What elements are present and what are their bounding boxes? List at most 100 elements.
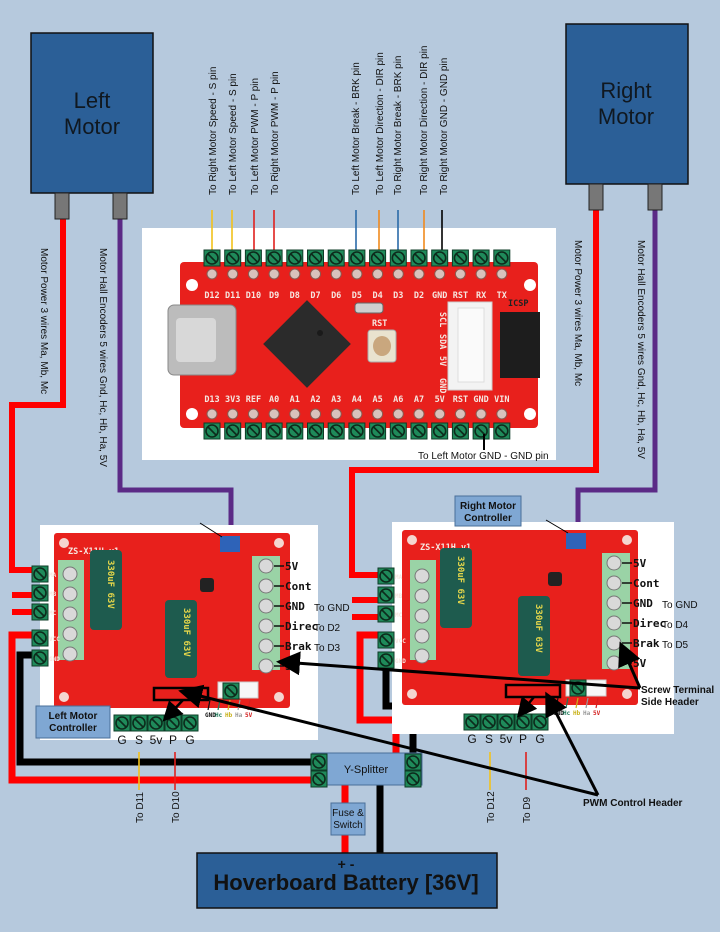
- arduino-signal-label: To Right Motor GND - GND pin: [439, 58, 450, 195]
- left-screw-terminal: [258, 598, 274, 614]
- fuse-switch: Fuse & Switch: [330, 802, 366, 836]
- arduino-bottom-pin-hole: [434, 408, 446, 420]
- right-controller-name-box: [454, 495, 522, 527]
- right-capacitor-2: [518, 596, 550, 676]
- arduino-signal-label: To Left Motor Speed - S pin: [228, 73, 239, 195]
- right-motor-hall-connector: [647, 183, 663, 211]
- left-power-screw: [62, 566, 78, 582]
- arduino-top-terminal: [410, 249, 428, 267]
- right-pwm-pin-label: S: [485, 732, 493, 746]
- arduino-top-terminal: [285, 249, 304, 267]
- left-pwm-pin-label: P: [169, 733, 177, 747]
- arduino-side-label: GND: [437, 378, 447, 393]
- right-power-terminal-label: MB: [395, 593, 403, 600]
- arduino-bottom-pin-hole: [454, 408, 466, 420]
- arduino-bottom-pin-hole: [330, 408, 342, 420]
- left-capacitor-1: [90, 550, 122, 630]
- arduino-top-terminal: [223, 249, 242, 267]
- screw-terminal-annotation-line2: Side Header: [641, 697, 699, 708]
- signal-destination-label: To D9: [522, 796, 533, 823]
- arduino-top-pin-hole: [454, 268, 466, 280]
- right-capacitor-1: [440, 548, 472, 628]
- arduino-bottom-terminal: [368, 422, 387, 440]
- arduino-bottom-pin-label: A7: [414, 395, 424, 405]
- right-power-terminal-label: GND: [395, 658, 406, 665]
- right-screw-terminal-label: Cont: [633, 577, 660, 590]
- signal-destination-label: To D10: [171, 791, 182, 823]
- left-controller-name-line2: Controller: [49, 723, 97, 734]
- arduino-top-terminal: [451, 249, 470, 267]
- screw-terminal-annotation-line1: Screw Terminal: [641, 685, 714, 696]
- arduino-top-pin-label: GND: [432, 291, 447, 301]
- arduino-top-terminal: [306, 249, 325, 267]
- arduino-bottom-pin-label: A6: [393, 395, 403, 405]
- right-power-wire-label: Motor Power 3 wires Ma, Mb, Mc: [572, 240, 583, 386]
- arduino-bottom-pin-label: RST: [453, 395, 468, 405]
- right-screw-terminal: [606, 575, 622, 591]
- right-hall-pin-label: Hb: [573, 710, 581, 717]
- right-power-screw: [414, 588, 430, 604]
- left-cap-1-label: 330uF 63V: [105, 560, 115, 609]
- arduino-top-pin-label: D6: [331, 291, 341, 301]
- right-pwm-pin-label: 5v: [500, 732, 513, 746]
- reset-button: [373, 336, 391, 356]
- right-pwm-terminal: [480, 713, 498, 731]
- arduino-bottom-terminal: [472, 422, 490, 440]
- arduino-bottom-pin-hole: [496, 408, 508, 420]
- left-capacitor-2: [165, 600, 197, 678]
- right-motor: Right Motor: [565, 23, 689, 211]
- right-power-terminal-gnd: [377, 651, 395, 669]
- right-potentiometer: [566, 533, 586, 549]
- right-screw-connection-label: To GND: [662, 600, 698, 611]
- pwm-header-annotation: PWM Control Header: [583, 798, 683, 809]
- arduino-signal-label: To Right Motor Break - BRK pin: [393, 56, 404, 196]
- arduino-top-terminal: [203, 249, 221, 267]
- right-power-terminal-label: MC: [395, 612, 403, 619]
- arduino-top-pin-hole: [289, 268, 301, 280]
- arduino-top-pin-hole: [227, 268, 239, 280]
- arduino-top-pin-hole: [496, 268, 508, 280]
- icsp-header: [500, 312, 540, 378]
- right-controller-name-line1: Right Motor: [460, 501, 516, 512]
- right-power-terminal-mc: [377, 605, 395, 623]
- arduino-bottom-pin-hole: [247, 408, 259, 420]
- arduino-top-terminal: [492, 249, 511, 267]
- atmega-chip: [263, 300, 351, 388]
- arduino-bottom-pin-hole: [475, 408, 487, 420]
- left-screw-terminal: [258, 658, 274, 674]
- right-power-terminal-vcc: [377, 631, 395, 649]
- left-motor-controller: ZS-X11H v1 330uF 63V 330uF 63V 5VContGND…: [31, 525, 350, 747]
- arduino-top-pin-hole: [310, 268, 321, 280]
- icsp-label: ICSP: [508, 299, 528, 309]
- arduino-bottom-pin-label: GND: [473, 395, 488, 405]
- arduino-bottom-pin-hole: [351, 408, 363, 420]
- right-pwm-pin-label: G: [467, 732, 476, 746]
- battery-label: Hoverboard Battery [36V]: [213, 870, 478, 895]
- arduino-bottom-terminal: [451, 422, 470, 440]
- left-power-screw: [62, 606, 78, 622]
- arduino-top-terminal: [430, 249, 449, 267]
- arduino-top-pin-label: D8: [290, 291, 300, 301]
- left-hall-pin-label: Hb: [225, 712, 233, 719]
- right-pwm-terminal: [531, 713, 549, 731]
- left-screw-connection-label: To D2: [314, 623, 341, 634]
- arduino-top-terminal: [368, 249, 387, 267]
- left-power-terminal-ma: [31, 565, 49, 583]
- right-motor-label-line2: Motor: [598, 104, 654, 129]
- left-screw-terminal-label: Direc: [285, 620, 318, 633]
- left-power-wire-label: Motor Power 3 wires Ma, Mb, Mc: [38, 248, 49, 394]
- left-pwm-terminal: [130, 714, 148, 732]
- right-hall-pin-label: 5V: [593, 710, 601, 717]
- arduino-side-label: 5V: [437, 356, 447, 366]
- annotation-arrows: [162, 519, 642, 797]
- arduino-bottom-pin-hole: [372, 408, 384, 420]
- left-potentiometer: [220, 536, 240, 552]
- right-power-terminal-label: VCC: [395, 638, 406, 645]
- right-cap-1-label: 330uF 63V: [455, 556, 465, 605]
- right-motor-power-wire: [349, 210, 599, 578]
- left-screw-terminal: [258, 578, 274, 594]
- arduino-signal-label: To Left Motor PWM - P pin: [250, 78, 261, 195]
- arduino-bottom-terminal: [410, 422, 428, 440]
- arduino-top-pin-hole: [392, 268, 404, 280]
